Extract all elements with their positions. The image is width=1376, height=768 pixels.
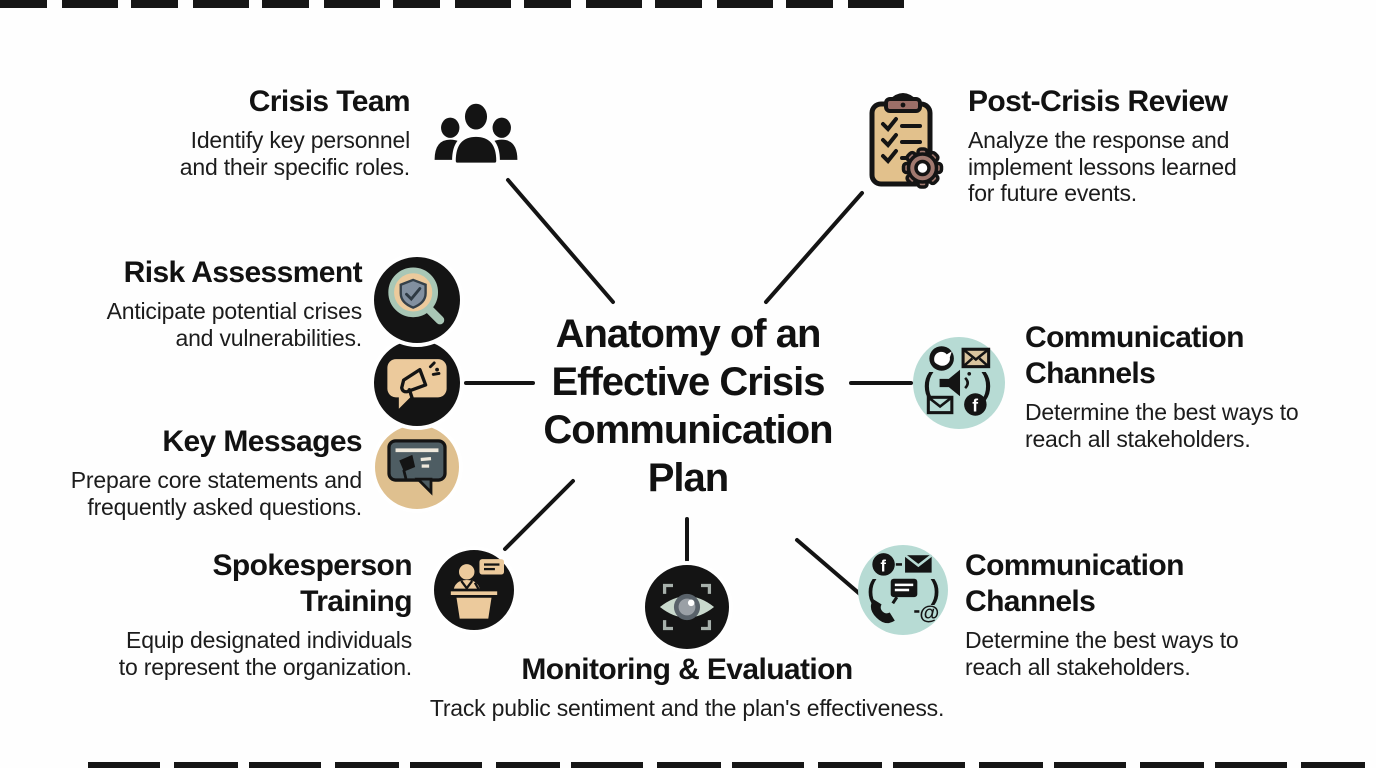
slate-speech-bubble-megaphone-icon xyxy=(371,421,463,513)
node-desc: Determine the best ways to reach all sta… xyxy=(1025,399,1365,452)
paren-open-glyph: ( xyxy=(923,367,934,401)
node-title: Key Messages xyxy=(162,425,362,458)
node-key-messages: Key Messages Prepare core statements and… xyxy=(40,424,363,520)
connector-line-crisis-team xyxy=(506,178,615,304)
center-title: Anatomy of an Effective Crisis Communica… xyxy=(468,310,908,502)
node-post-crisis-review: Post-Crisis Review Analyze the response … xyxy=(968,84,1308,207)
megaphone-speech-bubble-icon xyxy=(370,336,464,430)
node-communication-channels-right: Communication Channels Determine the bes… xyxy=(1025,320,1365,452)
desc-line: Determine the best ways to xyxy=(965,627,1239,653)
title-line: Training xyxy=(300,585,412,618)
at-sign-glyph: @ xyxy=(919,602,939,625)
node-title: Crisis Team xyxy=(248,85,411,118)
paren-open-glyph: ( xyxy=(867,574,877,605)
desc-line: Determine the best ways to xyxy=(1025,399,1299,425)
desc-line: Equip designated individuals xyxy=(126,627,412,653)
desc-line: reach all stakeholders. xyxy=(1025,425,1251,452)
facebook-letter-glyph: f xyxy=(881,558,887,576)
desc-line: Identify key personnel xyxy=(190,127,411,153)
node-title: Monitoring & Evaluation xyxy=(521,653,853,686)
node-desc: Analyze the response and implement lesso… xyxy=(968,127,1308,207)
node-communication-channels-bottom: Communication Channels Determine the bes… xyxy=(965,548,1305,680)
connector-line-comm-bottom xyxy=(795,538,863,597)
desc-line: for future events. xyxy=(968,180,1137,206)
node-spokesperson-training: Spokesperson Training Equip designated i… xyxy=(100,548,413,680)
node-title: Post-Crisis Review xyxy=(968,85,1228,118)
paren-close-glyph: ) xyxy=(931,574,940,605)
desc-line: and their specific roles. xyxy=(179,153,410,180)
connector-line-post-crisis xyxy=(764,191,864,304)
desc-line: Prepare core statements and xyxy=(70,467,362,493)
desc-line: Analyze the response and xyxy=(968,127,1230,153)
contact-channels-icon: f ( ) @ xyxy=(858,545,948,635)
center-title-line: Communication xyxy=(543,408,833,452)
node-title: Spokesperson Training xyxy=(100,548,412,620)
title-line: Communication xyxy=(965,549,1184,582)
desc-line: to represent the organization. xyxy=(118,653,412,680)
magnifier-shield-icon xyxy=(370,253,464,347)
node-desc: Equip designated individuals to represen… xyxy=(100,627,412,680)
node-title: Communication Channels xyxy=(1025,320,1365,392)
desc-line: reach all stakeholders. xyxy=(965,653,1191,680)
facebook-letter-glyph: f xyxy=(972,396,978,416)
eye-viewfinder-icon xyxy=(641,561,733,653)
desc-line: implement lessons learned xyxy=(968,153,1237,180)
node-desc: Track public sentiment and the plan's ef… xyxy=(400,695,974,722)
title-line: Communication xyxy=(1025,321,1244,354)
title-line: Channels xyxy=(1025,357,1156,390)
center-title-line: Anatomy of an xyxy=(555,312,822,356)
node-title: Communication Channels xyxy=(965,548,1305,620)
people-group-icon xyxy=(430,96,522,176)
paren-close-glyph: ) xyxy=(981,367,991,401)
node-crisis-team: Crisis Team Identify key personnel and t… xyxy=(118,84,411,180)
node-risk-assessment: Risk Assessment Anticipate potential cri… xyxy=(58,255,363,351)
node-title: Risk Assessment xyxy=(123,256,363,289)
node-monitoring-evaluation: Monitoring & Evaluation Track public sen… xyxy=(400,652,974,722)
node-desc: Prepare core statements and frequently a… xyxy=(40,467,362,520)
desc-line: and vulnerabilities. xyxy=(175,324,362,351)
cropped-text-strip-top xyxy=(0,0,905,8)
desc-line: Anticipate potential crises xyxy=(106,298,363,324)
desc-line: Track public sentiment and the plan's ef… xyxy=(429,695,945,721)
center-title-line: Effective Crisis xyxy=(551,360,825,404)
node-desc: Identify key personnel and their specifi… xyxy=(118,127,410,180)
cropped-text-strip-bottom xyxy=(88,762,1376,768)
center-title-line: Plan xyxy=(647,456,729,500)
desc-line: frequently asked questions. xyxy=(87,493,362,520)
node-desc: Determine the best ways to reach all sta… xyxy=(965,627,1305,680)
social-channels-icon: ( ) f xyxy=(913,337,1005,429)
title-line: Channels xyxy=(965,585,1096,618)
title-line: Spokesperson xyxy=(212,549,412,582)
podium-speaker-icon xyxy=(430,546,518,634)
node-desc: Anticipate potential crises and vulnerab… xyxy=(58,298,363,351)
clipboard-gear-icon xyxy=(852,88,954,194)
